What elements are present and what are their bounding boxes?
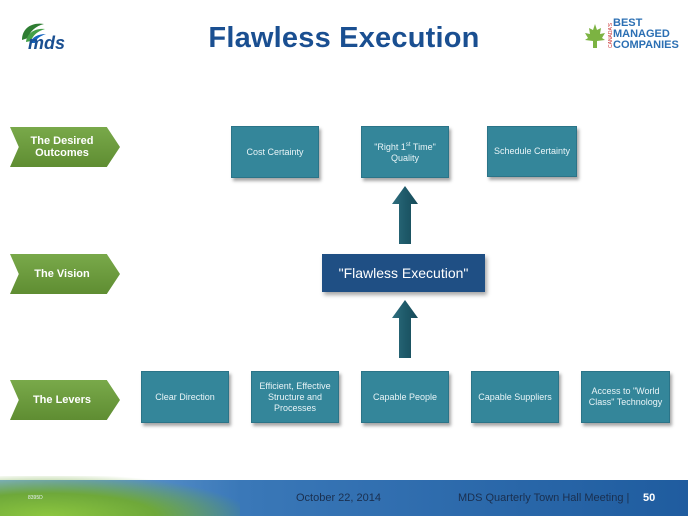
footer-code: 8395D xyxy=(28,495,43,501)
svg-text:mds: mds xyxy=(28,33,65,52)
schedule-certainty-box: Schedule Certainty xyxy=(487,126,577,177)
footer-date: October 22, 2014 xyxy=(296,492,382,504)
best-managed-line3: COMPANIES xyxy=(613,39,679,51)
levers-chevron: The Levers xyxy=(10,380,120,420)
up-arrow-icon xyxy=(392,300,418,358)
world-class-technology-box: Access to "World Class" Technology xyxy=(581,371,670,423)
levers-label: The Levers xyxy=(32,394,92,406)
right-first-time-box: "Right 1st Time" Quality xyxy=(361,126,449,178)
flawless-execution-box: "Flawless Execution" xyxy=(322,254,485,292)
best-managed-logo: CANADA'S BEST MANAGED COMPANIES xyxy=(583,18,679,54)
efficient-structure-text: Efficient, Effective Structure and Proce… xyxy=(259,380,331,413)
page-title: Flawless Execution xyxy=(208,22,480,54)
vision-chevron: The Vision xyxy=(10,254,120,294)
efficient-structure-box: Efficient, Effective Structure and Proce… xyxy=(251,371,339,423)
world-class-technology-text: Access to "World Class" Technology xyxy=(588,386,663,407)
mds-logo-icon: mds xyxy=(22,23,65,53)
cost-certainty-text: Cost Certainty xyxy=(246,146,304,157)
maple-leaf-icon xyxy=(585,24,605,48)
desired-outcomes-label: The Desired Outcomes xyxy=(30,135,94,159)
right-first-time-prefix: "Right 1 xyxy=(374,142,406,152)
right-first-time-text: "Right 1st Time" Quality xyxy=(370,140,440,164)
clear-direction-box: Clear Direction xyxy=(141,371,229,423)
footer-grass-image xyxy=(0,476,240,516)
schedule-certainty-text: Schedule Certainty xyxy=(493,146,571,156)
vision-label: The Vision xyxy=(34,268,90,280)
footer-meeting-title: MDS Quarterly Town Hall Meeting | xyxy=(458,492,630,504)
capable-suppliers-text: Capable Suppliers xyxy=(478,391,552,402)
right-first-time-quality: Quality xyxy=(390,153,419,163)
best-managed-line1: BEST xyxy=(613,17,643,29)
desired-outcomes-chevron: The Desired Outcomes xyxy=(10,127,120,167)
right-first-time-suffix: Time" xyxy=(410,142,436,152)
right-first-time-sup: st xyxy=(405,142,411,148)
flawless-execution-text: "Flawless Execution" xyxy=(338,265,469,281)
up-arrow-icon xyxy=(392,186,418,244)
best-managed-text: BEST MANAGED COMPANIES xyxy=(613,18,679,51)
mds-logo: mds xyxy=(18,18,110,53)
clear-direction-text: Clear Direction xyxy=(155,391,215,402)
cost-certainty-box: Cost Certainty xyxy=(231,126,319,178)
capable-suppliers-box: Capable Suppliers xyxy=(471,371,559,423)
best-managed-line2: MANAGED xyxy=(613,28,670,40)
page-number: 50 xyxy=(643,492,656,504)
capable-people-text: Capable People xyxy=(372,391,438,402)
capable-people-box: Capable People xyxy=(361,371,449,423)
